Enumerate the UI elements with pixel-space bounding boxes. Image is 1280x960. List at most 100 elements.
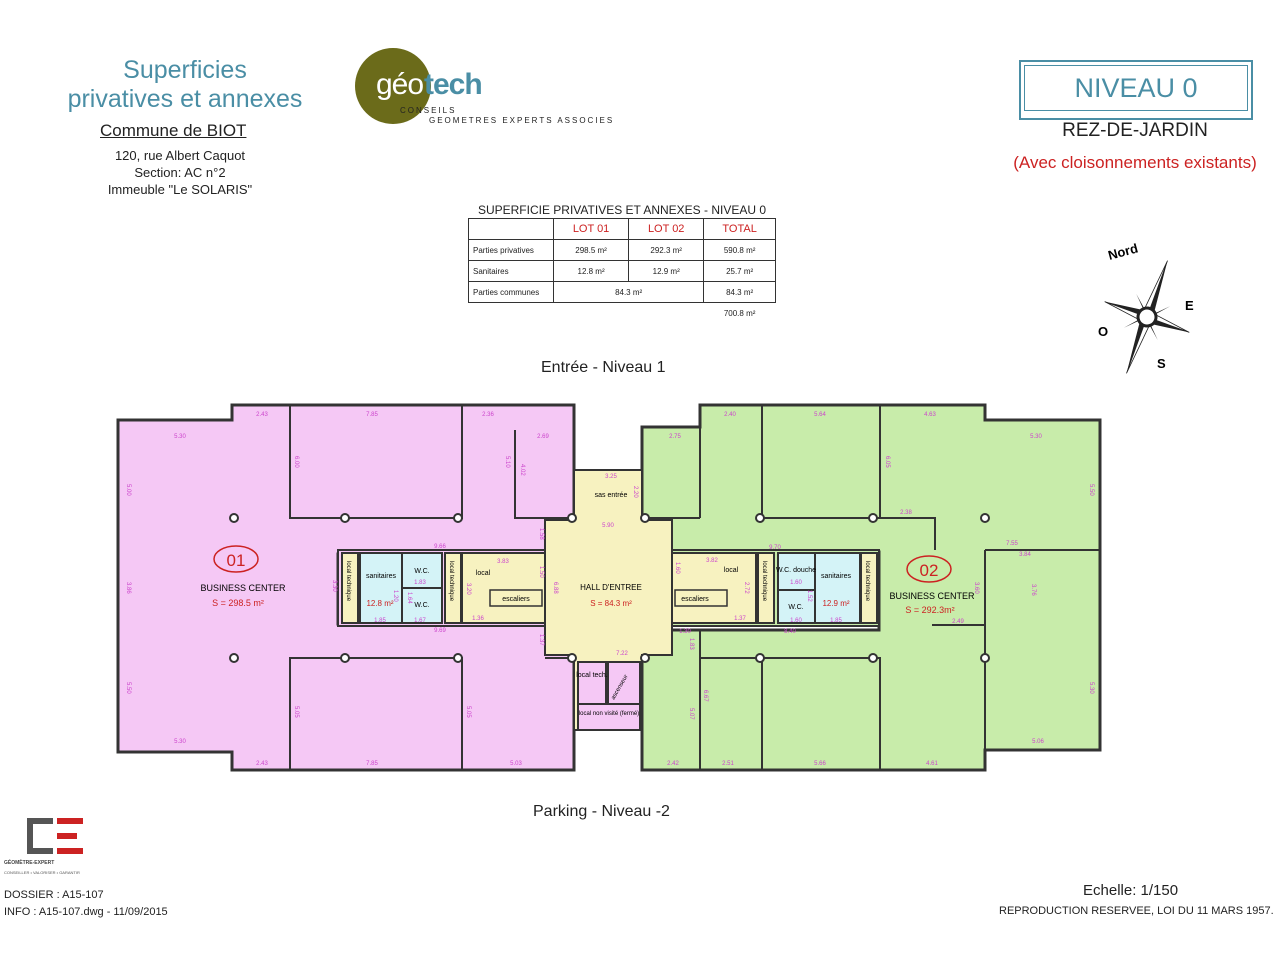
dim-label: 9.66 [434,544,446,550]
dim-label: 1.58 [538,528,544,540]
entry-label: Entrée - Niveau 1 [541,359,666,376]
lot02-number: 02 [920,561,939,580]
dim-label: 1.60 [674,562,680,574]
table-row: Parties privatives 298.5 m² 292.3 m² 590… [468,239,776,261]
table-corner [468,218,554,240]
local-right: local [724,567,739,574]
local-non-visite-label: local non visité (fermé) [579,711,639,717]
dim-label: 5.30 [174,434,186,440]
ge-logo-bar [57,833,77,839]
dim-label: 5.90 [602,523,614,529]
ge-logo-shape-left [27,818,53,854]
dim-label: 5.30 [1030,434,1042,440]
sas-label: sas entrée [595,492,628,499]
dim-label: 1.60 [790,618,802,624]
san-right-area: 12.9 m² [822,599,849,608]
dim-label: 2.38 [900,510,912,516]
dim-label: 1.60 [790,580,802,586]
dim-label: 9.70 [769,545,781,551]
title-line-2: privatives et annexes [67,85,303,113]
logo-geo: géo [376,68,424,101]
logo-circle [355,48,431,124]
dim-label: 3.82 [706,558,718,564]
cell: 25.7 m² [703,260,776,282]
area-table: LOT 01 LOT 02 TOTAL Parties privatives 2… [468,218,776,323]
address-line-3: Immeuble "Le SOLARIS" [107,182,253,197]
lot01-area: S = 298.5 m² [212,598,264,608]
row-label: Sanitaires [468,260,554,282]
geotech-logo: géo tech CONSEILS GEOMETRES EXPERTS ASSO… [352,48,652,133]
wc-right: W.C. [788,604,803,611]
table-row: Parties communes 84.3 m² 84.3 m² [468,281,776,303]
dim-label: 4.61 [926,761,938,767]
dim-label: 6.67 [702,690,708,702]
dim-label: 5.30 [174,739,186,745]
compass-east: E [1185,298,1194,313]
dim-label: 2.42 [667,761,679,767]
compass-south: S [1157,356,1166,371]
dim-label: 7.55 [1006,541,1018,547]
local-tech-2: local technique [448,561,454,602]
dim-label: 5.50 [125,682,131,694]
dim-label: 1.37 [734,616,746,622]
wc-left-1: W.C. [414,568,429,575]
compass-west: O [1098,324,1108,339]
logo-conseils: CONSEILS [400,106,457,115]
dim-label: 3.20 [465,583,471,595]
dim-label: 3.30 [331,580,337,592]
hall-area: S = 84.3 m² [590,599,632,608]
dim-label: 1.37 [538,634,544,646]
sanitaires-right [777,552,861,624]
escaliers-left: escaliers [502,596,530,603]
dim-label: 1.52 [806,590,812,602]
lot02-marker [906,555,952,583]
local-non-visite-zone [577,703,641,731]
lot01-number: 01 [227,551,246,570]
cell: 12.9 m² [628,260,705,282]
sanitaires-right-label: sanitaires [821,573,851,580]
dim-label: 5.03 [510,761,522,767]
echelle: Echelle: 1/150 [1083,882,1179,899]
dim-label: 2.69 [537,434,549,440]
dim-label: 3.60 [973,582,979,594]
col-total: TOTAL [703,218,776,240]
commune: Commune de BIOT [100,121,247,140]
dim-label: 8.40 [784,629,796,635]
niveau-label: NIVEAU 0 [1024,65,1248,111]
dim-label: 2.43 [256,412,268,418]
dim-label: 4.63 [924,412,936,418]
grand-total: 700.8 m² [723,308,756,318]
logo-tech: tech [424,68,483,101]
row-label: Parties communes [468,281,554,303]
dim-label: 2.72 [743,582,749,594]
dim-label: 7.85 [366,412,378,418]
dim-label: 5.00 [125,484,131,496]
parking-label: Parking - Niveau -2 [533,803,670,820]
dim-label: 7.85 [366,761,378,767]
compass-rose: Nord E O S [1098,241,1194,374]
lot02-area: S = 292.3m² [905,605,954,615]
dim-label: 2.75 [669,434,681,440]
dim-label: 3.83 [497,559,509,565]
dim-label: 5.05 [465,706,471,718]
wc-left-2: W.C. [414,602,429,609]
dim-label: 1.83 [414,580,426,586]
table-row: Sanitaires 12.8 m² 12.9 m² 25.7 m² [468,260,776,282]
info: INFO : A15-107.dwg - 11/09/2015 [4,906,168,918]
dim-label: 1.30 [679,629,691,635]
cell: 298.5 m² [552,239,630,261]
title-line-1: Superficies [123,56,247,84]
niveau-note: (Avec cloisonnements existants) [1013,153,1257,172]
dim-label: 2.40 [724,412,736,418]
dim-label: 5.07 [688,708,694,720]
hall-name: HALL D'ENTREE [580,583,642,592]
dim-label: 5.05 [293,706,299,718]
cell: 292.3 m² [628,239,705,261]
dim-label: 2.49 [952,619,964,625]
dim-label: 5.50 [1088,484,1094,496]
dim-label: 3.84 [1019,552,1031,558]
niveau-box: NIVEAU 0 [1019,60,1253,120]
dossier: DOSSIER : A15-107 [4,889,104,901]
address-line-2: Section: AC n°2 [134,165,226,180]
dim-label: 9.69 [434,628,446,634]
